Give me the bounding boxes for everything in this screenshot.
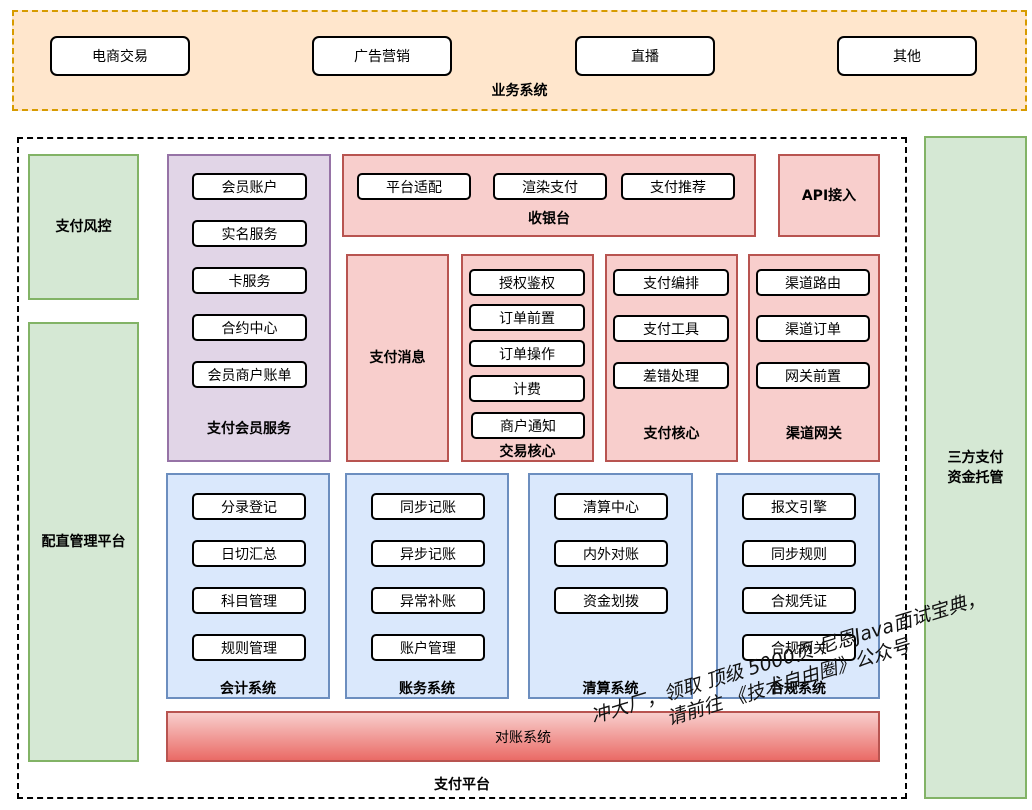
trade-item[interactable]: 订单前置 [469, 304, 585, 331]
gateway-item[interactable]: 渠道路由 [756, 269, 870, 296]
clearing-item[interactable]: 内外对账 [554, 540, 668, 567]
channel-gateway-box: 渠道路由 渠道订单 网关前置 渠道网关 [748, 254, 880, 462]
reconciliation-system-box[interactable]: 对账系统 [166, 711, 880, 762]
compliance-system-box: 报文引擎 同步规则 合规凭证 合规网关 合规系统 [716, 473, 880, 699]
core-item[interactable]: 支付编排 [613, 269, 729, 296]
payment-platform-title: 支付平台 [434, 777, 490, 793]
accounting-system-title: 会计系统 [220, 681, 276, 697]
payment-core-box: 支付编排 支付工具 差错处理 支付核心 [605, 254, 738, 462]
api-access-label: API接入 [801, 187, 857, 204]
ledger-system-title: 账务系统 [399, 681, 455, 697]
accounting-system-box: 分录登记 日切汇总 科目管理 规则管理 会计系统 [166, 473, 330, 699]
trade-item[interactable]: 商户通知 [471, 412, 585, 439]
clearing-system-title: 清算系统 [582, 681, 639, 697]
member-item[interactable]: 实名服务 [192, 220, 307, 247]
payment-message-box[interactable]: 支付消息 [346, 254, 449, 462]
payment-risk-box[interactable]: 支付风控 [28, 154, 139, 300]
ledger-item[interactable]: 异常补账 [371, 587, 485, 614]
core-item[interactable]: 支付工具 [613, 315, 729, 342]
member-item[interactable]: 会员账户 [192, 173, 307, 200]
accounting-item[interactable]: 日切汇总 [192, 540, 306, 567]
member-service-box: 会员账户 实名服务 卡服务 合约中心 会员商户账单 支付会员服务 [167, 154, 331, 462]
ledger-item[interactable]: 账户管理 [371, 634, 485, 661]
accounting-item[interactable]: 科目管理 [192, 587, 306, 614]
compliance-item[interactable]: 合规凭证 [742, 587, 856, 614]
business-item-ecommerce[interactable]: 电商交易 [50, 36, 190, 76]
trade-core-title: 交易核心 [499, 444, 556, 460]
cashier-item[interactable]: 平台适配 [357, 173, 471, 200]
payment-core-title: 支付核心 [643, 426, 700, 442]
clearing-system-box: 清算中心 内外对账 资金划拨 清算系统 [528, 473, 693, 699]
compliance-item[interactable]: 同步规则 [742, 540, 856, 567]
compliance-system-title: 合规系统 [770, 681, 826, 697]
gateway-item[interactable]: 网关前置 [756, 362, 870, 389]
trade-core-box: 授权鉴权 订单前置 订单操作 计费 商户通知 交易核心 [461, 254, 594, 462]
accounting-item[interactable]: 分录登记 [192, 493, 306, 520]
business-item-advertising[interactable]: 广告营销 [312, 36, 452, 76]
trade-item[interactable]: 计费 [469, 375, 585, 402]
api-access-box[interactable]: API接入 [778, 154, 880, 237]
ledger-item[interactable]: 同步记账 [371, 493, 485, 520]
third-party-label-line1: 三方支付 [947, 449, 1004, 466]
config-platform-label: 配直管理平台 [41, 534, 126, 550]
config-platform-box[interactable]: 配直管理平台 [28, 322, 139, 762]
reconciliation-system-label: 对账系统 [495, 729, 551, 746]
payment-message-label: 支付消息 [369, 350, 426, 366]
compliance-item[interactable]: 合规网关 [742, 634, 856, 661]
third-party-label-line2: 资金托管 [947, 469, 1004, 486]
trade-item[interactable]: 订单操作 [469, 340, 585, 367]
ledger-item[interactable]: 异步记账 [371, 540, 485, 567]
member-item[interactable]: 合约中心 [192, 314, 307, 341]
compliance-item[interactable]: 报文引擎 [742, 493, 856, 520]
business-system-title: 业务系统 [491, 83, 548, 99]
member-service-title: 支付会员服务 [207, 421, 291, 437]
ledger-system-box: 同步记账 异步记账 异常补账 账户管理 账务系统 [345, 473, 509, 699]
core-item[interactable]: 差错处理 [613, 362, 729, 389]
trade-item[interactable]: 授权鉴权 [469, 269, 585, 296]
cashier-item[interactable]: 渲染支付 [493, 173, 607, 200]
business-item-other[interactable]: 其他 [837, 36, 977, 76]
member-item[interactable]: 卡服务 [192, 267, 307, 294]
channel-gateway-title: 渠道网关 [786, 426, 842, 442]
clearing-item[interactable]: 清算中心 [554, 493, 668, 520]
cashier-item[interactable]: 支付推荐 [621, 173, 735, 200]
business-item-live[interactable]: 直播 [575, 36, 715, 76]
gateway-item[interactable]: 渠道订单 [756, 315, 870, 342]
business-system-group: 电商交易 广告营销 直播 其他 业务系统 [12, 10, 1027, 111]
third-party-custody-box[interactable]: 三方支付 资金托管 [924, 136, 1027, 799]
payment-risk-label: 支付风控 [55, 219, 112, 235]
accounting-item[interactable]: 规则管理 [192, 634, 306, 661]
clearing-item[interactable]: 资金划拨 [554, 587, 668, 614]
member-item[interactable]: 会员商户账单 [192, 361, 307, 388]
cashier-box: 平台适配 渲染支付 支付推荐 收银台 [342, 154, 756, 237]
cashier-title: 收银台 [528, 211, 570, 227]
